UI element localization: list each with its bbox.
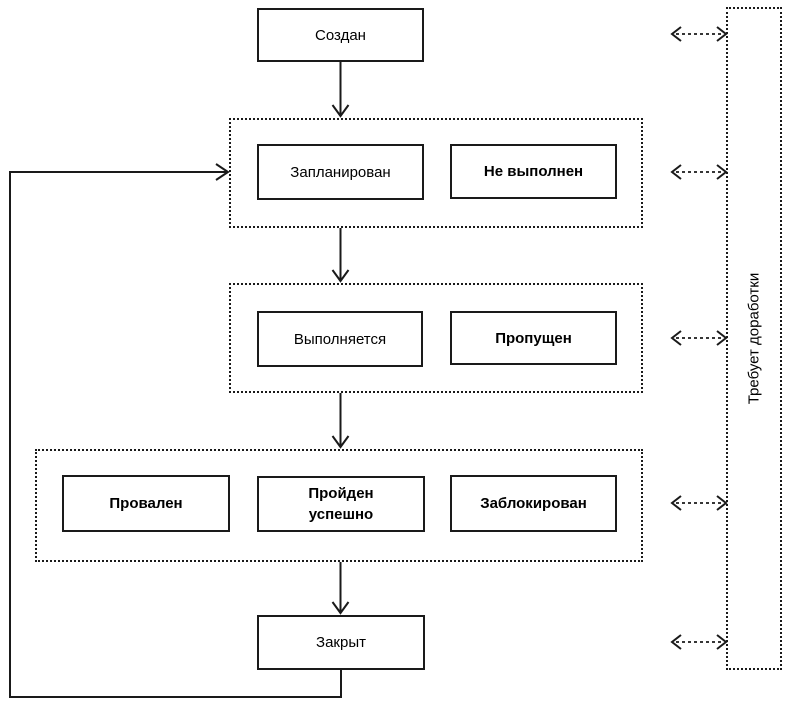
state-failed: Провален	[62, 475, 230, 532]
rework-panel: Требует доработки	[726, 7, 782, 670]
state-created: Создан	[257, 8, 424, 62]
double-arrow-planned-rework	[672, 165, 726, 179]
state-in-progress: Выполняется	[257, 311, 423, 367]
double-arrow-result-rework	[672, 496, 726, 510]
state-planned: Запланирован	[257, 144, 424, 200]
state-skipped: Пропущен	[450, 311, 617, 365]
rework-panel-label: Требует доработки	[745, 272, 763, 405]
double-arrow-closed-rework	[672, 635, 726, 649]
state-closed: Закрыт	[257, 615, 425, 670]
arrow-result-to-closed	[333, 562, 349, 613]
arrow-planned-to-executing-row	[333, 228, 349, 281]
state-not-executed: Не выполнен	[450, 144, 617, 199]
arrow-executing-to-result-row	[333, 393, 349, 447]
double-arrow-executing-rework	[672, 331, 726, 345]
arrow-created-to-planned-row	[333, 62, 349, 116]
double-arrow-created-rework	[672, 27, 726, 41]
state-blocked: Заблокирован	[450, 475, 617, 532]
state-passed: Пройден успешно	[257, 476, 425, 532]
